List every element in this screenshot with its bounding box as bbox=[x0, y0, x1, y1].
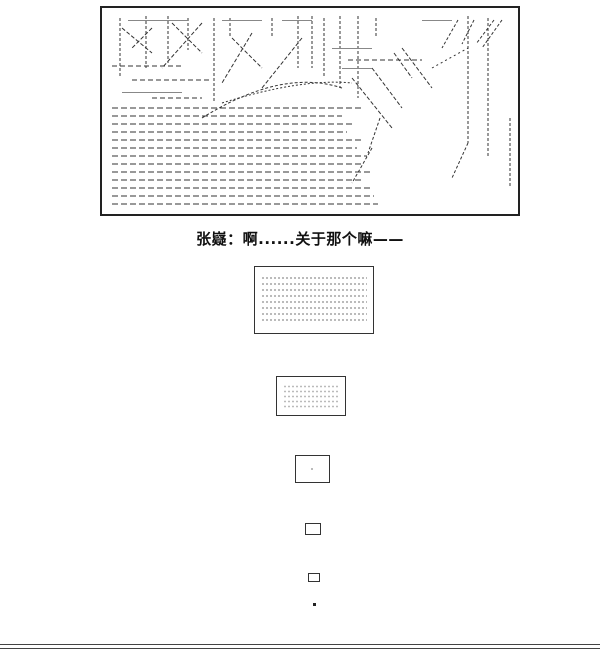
frame-dot bbox=[313, 603, 316, 606]
section-divider bbox=[0, 644, 600, 649]
ascii-art-panel bbox=[100, 6, 520, 216]
frame-tiny bbox=[305, 523, 321, 535]
ascii-art-illustration bbox=[112, 16, 511, 205]
dotted-frame-small bbox=[295, 455, 330, 483]
dialogue-caption: 张嶷：啊......关于那个嘛—— bbox=[196, 230, 404, 248]
dotted-frame-large bbox=[254, 266, 374, 334]
frame-tinier bbox=[308, 573, 320, 582]
dotted-frame-medium bbox=[276, 376, 346, 416]
